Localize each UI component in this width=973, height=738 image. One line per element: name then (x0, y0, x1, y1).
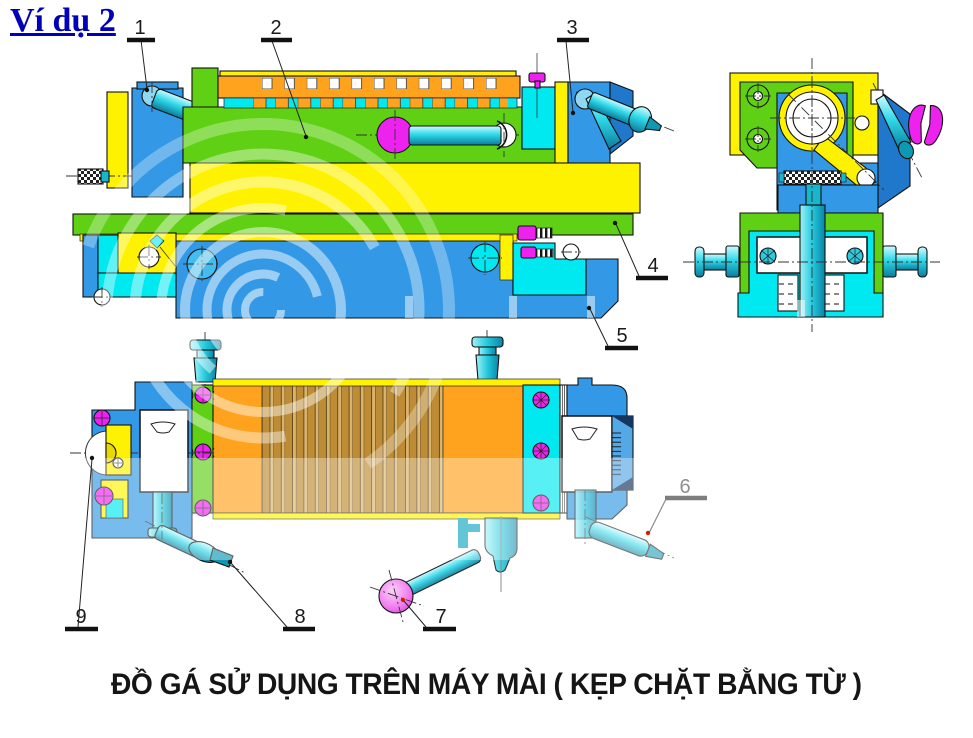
callout-6: 6 (645, 476, 707, 536)
callout-5: 5 (586, 305, 638, 351)
ball-handle (369, 516, 518, 623)
cyan-slide-block (521, 86, 556, 150)
magenta-knob (908, 104, 944, 146)
callout-label-1: 1 (134, 17, 145, 39)
callout-label-4: 4 (647, 255, 658, 277)
callout-4: 4 (612, 220, 668, 281)
watermark (71, 118, 973, 560)
acorn-nut (846, 247, 864, 265)
callout-2: 2 (261, 17, 309, 140)
mount-screw (745, 83, 771, 109)
spring (777, 274, 799, 312)
drawing-caption-text: ĐỒ GÁ SỬ DỤNG TRÊN MÁY MÀI ( KẸP CHẶT BẰ… (111, 668, 862, 701)
left-yellow-plate (106, 91, 129, 189)
fixed-jaw (191, 67, 219, 109)
callouts: 1 2 3 4 5 (65, 17, 707, 632)
end-view (683, 58, 944, 332)
drive-rod (356, 110, 530, 160)
callout-label-5: 5 (616, 325, 627, 347)
clamp-arm-left (144, 491, 246, 574)
callout-label-6: 6 (679, 476, 690, 498)
strip-screws-right (532, 391, 550, 512)
indicator-box-right (561, 415, 634, 493)
yellow-slab (189, 162, 641, 214)
acorn-nut (759, 247, 777, 265)
callout-9: 9 (65, 455, 98, 632)
callout-7: 7 (400, 597, 456, 632)
magnet-poles (261, 384, 444, 514)
side-handle-left (694, 245, 740, 278)
example-title-link[interactable]: Ví dụ 2 (10, 2, 116, 39)
plan-view (70, 330, 675, 623)
clamp-handle-right (574, 88, 675, 150)
side-handle-right (882, 245, 928, 278)
spring (823, 274, 845, 312)
callout-label-9: 9 (75, 606, 86, 628)
center-screw (799, 204, 826, 318)
left-stop-assembly (70, 409, 215, 519)
callout-label-2: 2 (270, 17, 281, 39)
release-handle-bottom (574, 489, 675, 560)
callout-label-3: 3 (566, 17, 577, 39)
release-handle (870, 82, 923, 179)
callout-8: 8 (227, 559, 315, 632)
drawing-caption: ĐỒ GÁ SỬ DỤNG TRÊN MÁY MÀI ( KẸP CHẶT BẰ… (0, 668, 973, 702)
watermark-band (85, 458, 973, 560)
callout-3: 3 (557, 17, 589, 116)
clamp-bolt (517, 225, 537, 241)
callout-label-7: 7 (435, 606, 446, 628)
mount-screw (745, 126, 771, 152)
knurled-screw (77, 168, 104, 185)
callout-1: 1 (127, 17, 155, 93)
knurled-nut (783, 170, 842, 185)
callout-label-8: 8 (294, 606, 305, 628)
strip-screws-left (191, 386, 215, 517)
side-view (66, 53, 675, 319)
indicator-box-left (139, 409, 189, 493)
